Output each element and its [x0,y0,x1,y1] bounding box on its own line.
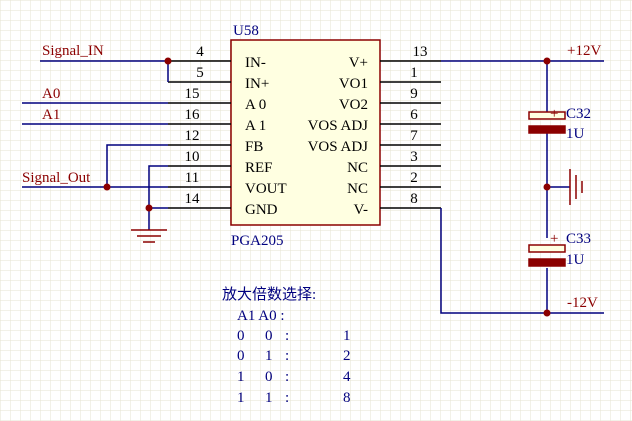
net-label-plus12v: +12V [567,43,601,59]
pin-name: IN+ [245,76,269,92]
pin-name: GND [245,202,278,218]
net-label-a0: A0 [42,86,60,102]
pin-name: FB [245,139,263,155]
gain-table-sep: : [285,328,289,344]
pin-number: 8 [410,191,418,207]
pin-number: 15 [185,86,200,102]
pin-number: 6 [410,107,418,123]
pin-name: VO1 [339,76,368,92]
gain-table-gain: 8 [343,390,351,406]
gain-table-a1: 0 [237,348,245,364]
pin-number: 5 [196,65,204,81]
designator-label: U58 [233,23,259,39]
gain-table-a0: 0 [265,328,273,344]
ground-icon [569,169,583,205]
gain-table-gain: 1 [343,328,351,344]
capacitor-c32 [528,111,566,134]
pin-name: A 1 [245,118,266,134]
pin-number: 14 [185,191,201,207]
gain-table-a0: 0 [265,369,273,385]
net-label-signal-in: Signal_IN [42,43,104,59]
gain-table-sep: : [285,390,289,406]
pin-number: 9 [410,86,418,102]
pin-number: 3 [410,149,418,165]
pin-number: 11 [185,170,199,186]
pin-name: VOS ADJ [308,118,369,134]
pin-number: 13 [413,44,428,60]
pin-number: 16 [185,107,201,123]
capacitor-designator: C32 [566,106,591,122]
pin-number: 10 [185,149,200,165]
capacitor-c33 [528,244,566,267]
pin-number: 1 [410,65,418,81]
pin-name: REF [245,160,273,176]
gain-table-sep: : [285,348,289,364]
pin-number: 2 [410,170,418,186]
left-pin-stubs [168,60,231,209]
gain-table-header: A1 A0 : [237,308,285,324]
gain-table-gain: 4 [343,369,351,385]
part-name-label: PGA205 [231,233,284,249]
capacitor-value: 1U [566,126,585,142]
pin-name: VO2 [339,97,368,113]
gain-table-a1: 1 [237,390,245,406]
pin-name: V- [354,202,368,218]
pin-name: NC [347,181,368,197]
pin-name: V+ [349,55,368,71]
net-label-signal-out: Signal_Out [22,170,91,186]
pin-number: 7 [410,128,418,144]
capacitor-designator: C33 [566,231,591,247]
junctions [103,57,551,317]
pin-name: VOUT [245,181,287,197]
gain-table-a0: 1 [265,348,273,364]
pin-name: A 0 [245,97,266,113]
net-label-minus12v: -12V [567,295,598,311]
pin-number: 4 [196,44,204,60]
pin-name: IN- [245,55,266,71]
gain-table-title: 放大倍数选择: [222,286,316,303]
pga205-body [230,39,381,226]
net-label-a1: A1 [42,107,60,123]
pin-number: 12 [185,128,200,144]
capacitor-value: 1U [566,252,585,268]
capacitor-polarity: + [550,106,558,122]
gain-table-a1: 1 [237,369,245,385]
gain-table-gain: 2 [343,348,351,364]
capacitor-polarity: + [550,231,558,247]
right-pin-stubs [380,60,441,209]
gain-table-a0: 1 [265,390,273,406]
gain-table-sep: : [285,369,289,385]
pin-name: VOS ADJ [308,139,369,155]
pin-name: NC [347,160,368,176]
ground-icon [131,229,167,243]
gain-table-a1: 0 [237,328,245,344]
